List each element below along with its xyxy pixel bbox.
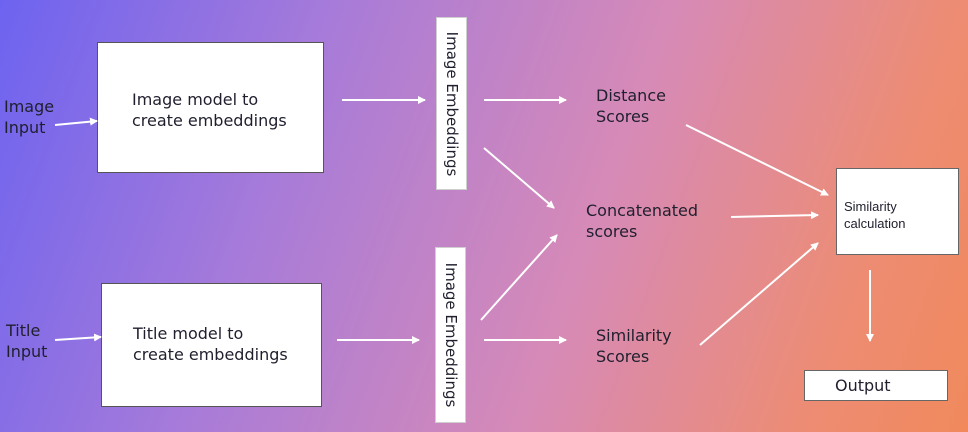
distance-scores-label: Distance Scores [596, 86, 666, 126]
title-input-label: Title Input [6, 321, 48, 361]
arrow-concatenated-to-calc [730, 211, 819, 220]
arrow-image-input-to-model [54, 117, 98, 126]
image-model-box: Image model to create embeddings [97, 42, 324, 173]
title-model-text: Title model to create embeddings [133, 324, 288, 364]
image-model-text: Image model to create embeddings [132, 90, 287, 130]
image-embeddings-box-bottom: Image Embeddings [435, 247, 466, 423]
title-model-box: Title model to create embeddings [101, 283, 322, 407]
image-embeddings-box-top: Image Embeddings [436, 17, 467, 190]
arrow-similarity-to-calc [699, 242, 819, 346]
arrow-embeddings-top-to-concatenated [483, 147, 555, 209]
arrow-title-input-to-model [54, 333, 102, 342]
image-input-label: Image Input [4, 97, 55, 137]
similarity-calculation-box: Similarity calculation [836, 168, 959, 255]
similarity-calculation-text: Similarity calculation [844, 199, 906, 231]
output-box: Output [804, 370, 948, 401]
arrow-embeddings-bottom-to-concatenated [480, 234, 558, 321]
output-text: Output [835, 376, 891, 395]
concatenated-scores-label: Concatenated scores [586, 201, 699, 241]
similarity-scores-label: Similarity Scores [596, 326, 672, 366]
arrow-distance-to-calc [685, 124, 829, 196]
